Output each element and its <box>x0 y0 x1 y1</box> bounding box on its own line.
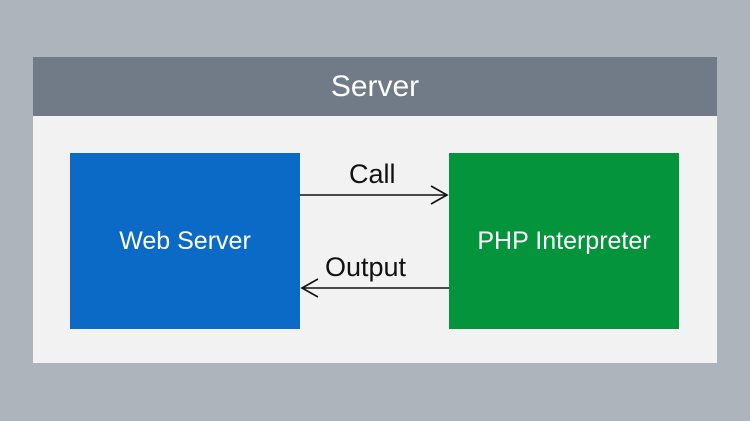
web-server-node: Web Server <box>70 153 300 329</box>
output-label: Output <box>325 252 407 282</box>
php-interpreter-node: PHP Interpreter <box>449 153 679 329</box>
call-arrow <box>300 185 449 205</box>
server-title: Server <box>330 69 420 103</box>
call-label: Call <box>349 159 396 189</box>
server-container: Server Web Server PHP Interpreter Call O… <box>33 57 717 363</box>
server-header: Server <box>33 57 717 116</box>
web-server-label: Web Server <box>119 226 251 255</box>
php-interpreter-label: PHP Interpreter <box>477 226 651 255</box>
output-arrow <box>300 278 449 298</box>
edge-arrows <box>300 185 449 298</box>
